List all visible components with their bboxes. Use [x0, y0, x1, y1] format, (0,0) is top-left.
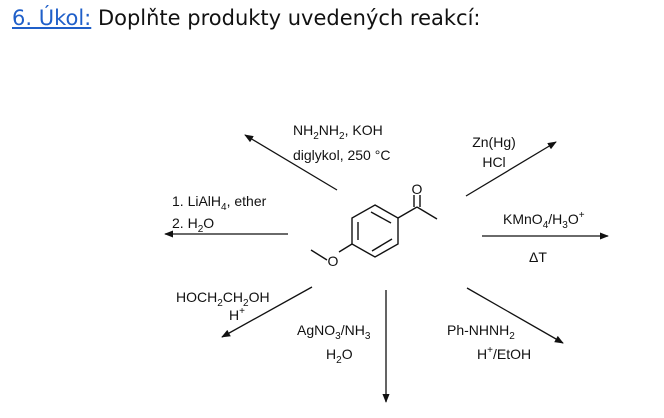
reagent-tollens: AgNO3/NH3: [297, 322, 371, 342]
reagent-lialh4-line1: 1. LiAlH4, ether: [172, 193, 267, 213]
reagent-hcl: HCl: [482, 154, 505, 170]
reagent-kmno4: KMnO4/H3O+: [503, 210, 585, 231]
reagent-hydrazine-line1: NH2NH2, KOH: [293, 122, 383, 142]
arrow-down-right: [466, 287, 564, 344]
reagent-lialh4-line2: 2. H2O: [172, 215, 214, 235]
reagent-heat: ΔT: [529, 249, 547, 265]
reagent-ethylene-glycol: HOCH2CH2OH: [176, 289, 270, 309]
task-number-link[interactable]: 6. Úkol:: [12, 6, 92, 30]
task-instruction: Doplňte produkty uvedených reakcí:: [91, 6, 481, 30]
task-heading: 6. Úkol: Doplňte produkty uvedených reak…: [12, 4, 481, 32]
methoxy-oxygen-label: O: [328, 253, 339, 269]
reagent-acid-catalyst: H+: [229, 306, 245, 323]
bond-oxygen-methyl: [310, 249, 328, 261]
carbonyl-oxygen-label: O: [412, 181, 423, 197]
reagent-acid-ethanol: H+/EtOH: [477, 345, 531, 362]
bond-ring-carbonyl: [397, 206, 418, 219]
bond-ring-oxygen: [338, 243, 353, 253]
reagent-zn-hg: Zn(Hg): [472, 134, 516, 150]
methoxyacetophenone-structure: [310, 195, 438, 261]
methyl-bond: [416, 206, 438, 220]
ring-double-bond: [371, 238, 393, 252]
reagent-phenylhydrazine: Ph-NHNH2: [447, 322, 515, 342]
ring-double-bond: [370, 211, 392, 224]
arrow-down-left: [221, 286, 313, 338]
reagent-hydrazine-line2: diglykol, 250 °C: [293, 147, 390, 163]
reagent-water: H2O: [326, 346, 353, 366]
arrow-up-right: [465, 141, 557, 197]
arrow-up-left: [244, 134, 338, 191]
